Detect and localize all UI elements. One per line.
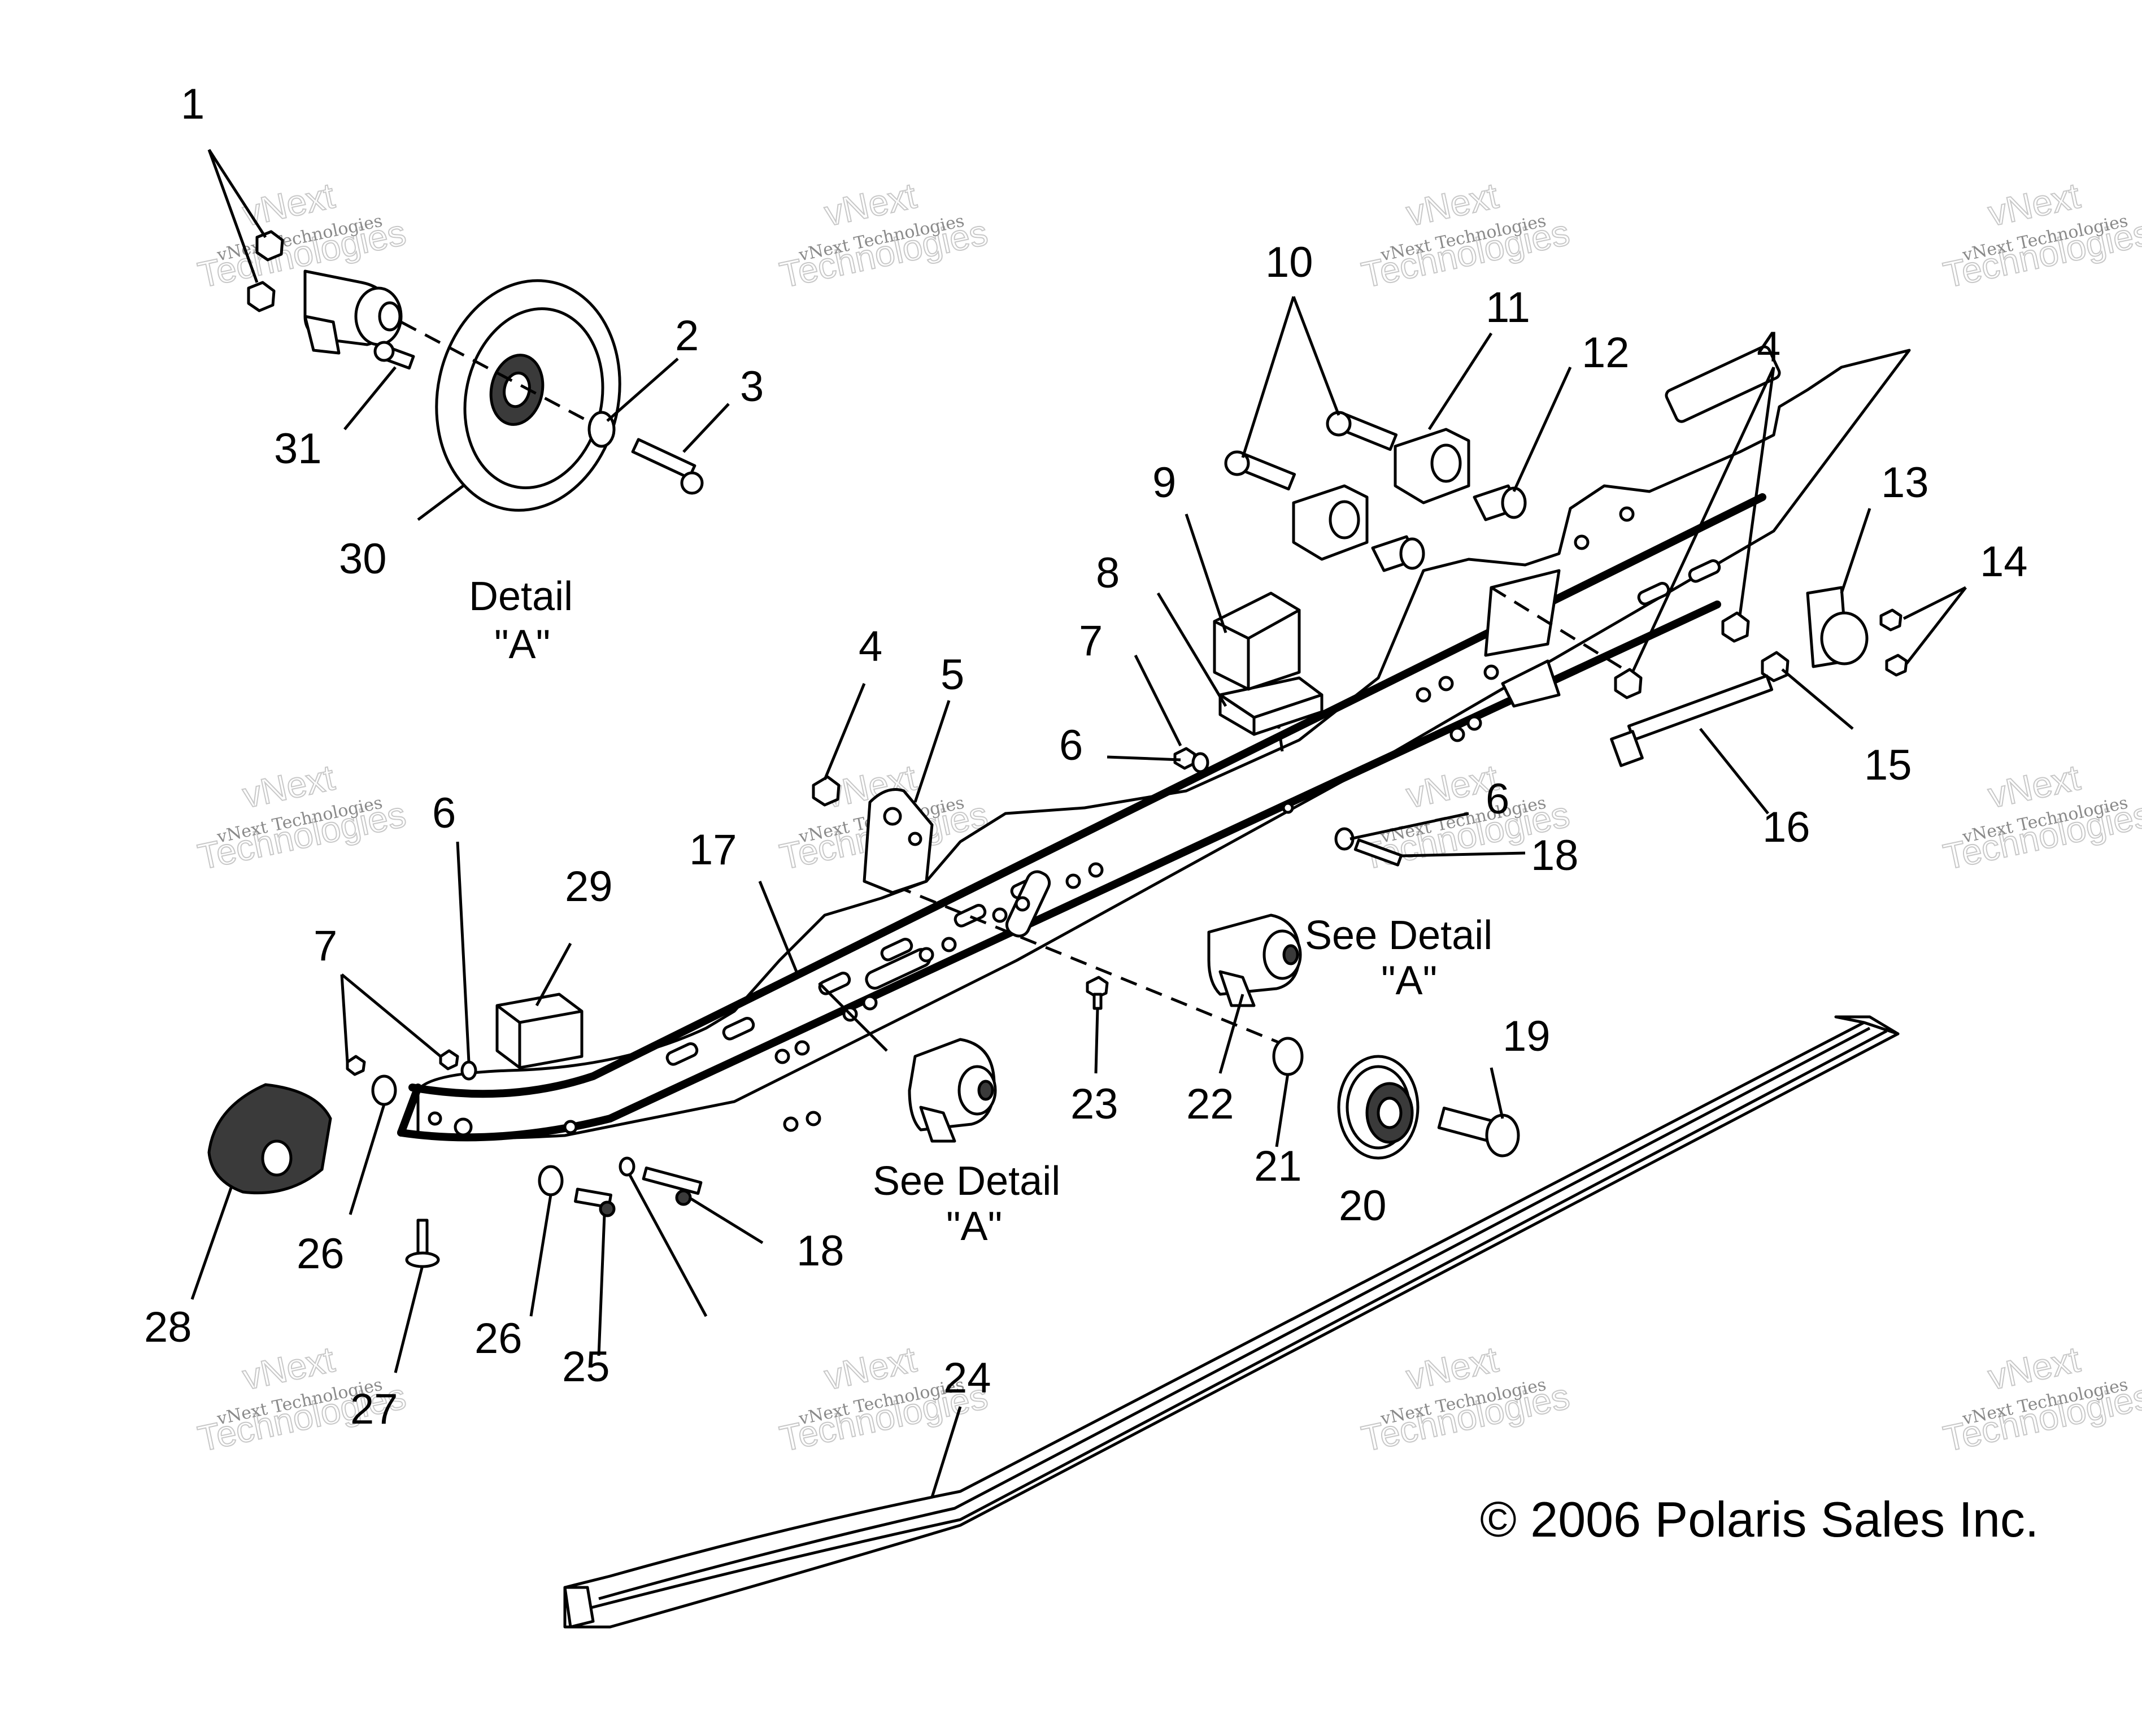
nut-part-7 <box>439 1049 459 1071</box>
callout-17: 17 <box>689 826 737 874</box>
bolt-part-10 <box>1224 411 1398 491</box>
see-detail-note: See Detail <box>1305 913 1492 958</box>
rail-frame-part-17 <box>397 345 1911 1142</box>
idler-housing-part <box>303 269 403 355</box>
callout-6: 6 <box>432 789 456 837</box>
washer-part-6 <box>460 1060 477 1081</box>
callout-2: 2 <box>675 312 699 360</box>
callout-4: 4 <box>1757 323 1780 371</box>
idler-wheel-part-30 <box>435 279 621 512</box>
bushing-part-12 <box>1371 484 1527 572</box>
nut-part-1 <box>247 230 284 312</box>
bolt-part-31 <box>373 341 415 370</box>
slide-block-part-8 <box>1218 676 1323 736</box>
bolt-part-19 <box>1437 1106 1520 1158</box>
roller-housing-part <box>908 1038 997 1143</box>
rail-holes <box>428 506 1635 1137</box>
bolt-part-16 <box>1610 674 1774 767</box>
callout-7: 7 <box>1079 617 1103 665</box>
callout-11: 11 <box>1486 284 1530 332</box>
see-detail-note-ref: "A" <box>1381 958 1437 1003</box>
callout-8: 8 <box>1096 549 1120 597</box>
block-part-9 <box>1213 591 1301 691</box>
callout-25: 25 <box>562 1343 610 1391</box>
callout-18: 18 <box>796 1227 844 1275</box>
callout-20: 20 <box>1339 1182 1387 1230</box>
callout-21: 21 <box>1254 1142 1302 1190</box>
callout-7: 7 <box>314 922 337 970</box>
see-detail-note-ref: "A" <box>946 1204 1002 1249</box>
rivet-part-27 <box>405 1219 440 1268</box>
callout-27: 27 <box>350 1385 398 1433</box>
callout-26: 26 <box>297 1230 345 1278</box>
detail-a-title: Detail <box>469 574 573 619</box>
bolt-part-18 <box>1353 838 1403 867</box>
detail-a-group <box>247 230 704 512</box>
rail-cap-part-28 <box>207 1083 332 1195</box>
bolt-part-23 <box>1086 976 1109 1010</box>
leader-lines <box>190 149 1967 1498</box>
washer-part-21 <box>1272 1037 1304 1076</box>
callout-4: 4 <box>859 623 882 671</box>
callout-6: 6 <box>1059 721 1083 769</box>
nut-part-14 <box>1879 608 1902 632</box>
callout-14: 14 <box>1980 538 2028 586</box>
roller-housing-part-22 <box>1207 913 1302 1007</box>
callout-30: 30 <box>339 535 387 583</box>
callout-12: 12 <box>1582 329 1630 377</box>
callout-28: 28 <box>144 1303 192 1351</box>
callout-22: 22 <box>1186 1080 1234 1128</box>
callout-19: 19 <box>1503 1012 1551 1060</box>
callout-labels: 1 2 3 4 4 5 6 6 6 7 7 8 9 10 11 12 13 14… <box>144 80 2039 1547</box>
callout-9: 9 <box>1152 459 1176 507</box>
callout-10: 10 <box>1265 238 1313 286</box>
callout-16: 16 <box>1762 803 1810 851</box>
callout-15: 15 <box>1864 741 1912 789</box>
washer-part-26 <box>538 1165 564 1197</box>
spacer-block-part-11 <box>1292 428 1470 561</box>
callout-24: 24 <box>943 1354 991 1402</box>
nut-part-15 <box>1761 651 1790 682</box>
bracket-part-13 <box>1806 586 1869 668</box>
callout-18: 18 <box>1531 832 1579 880</box>
callout-31: 31 <box>274 425 322 473</box>
wheel-part-20 <box>1337 1055 1420 1160</box>
callout-23: 23 <box>1070 1080 1118 1128</box>
callout-13: 13 <box>1881 459 1929 507</box>
see-detail-note: See Detail <box>873 1159 1060 1204</box>
nut-part-14 <box>1885 654 1908 677</box>
detail-a-subtitle: "A" <box>494 622 550 667</box>
washer-part-6 <box>1191 752 1209 773</box>
bolt-part-3 <box>631 438 704 495</box>
nut-part-4 <box>1721 611 1750 643</box>
callout-26: 26 <box>474 1315 523 1363</box>
block-part-29 <box>495 993 584 1069</box>
callout-3: 3 <box>740 363 764 411</box>
nut-part-4 <box>812 775 841 807</box>
callout-5: 5 <box>941 651 964 699</box>
callout-6: 6 <box>1486 775 1509 823</box>
callout-29: 29 <box>565 863 613 911</box>
nut-part-4 <box>1614 668 1643 699</box>
bolt-part-18 <box>642 1166 703 1206</box>
callout-1: 1 <box>181 80 204 128</box>
copyright-notice: © 2006 Polaris Sales Inc. <box>1480 1491 2039 1547</box>
nut-part-7 <box>346 1055 366 1076</box>
bolt-part-25 <box>574 1187 616 1217</box>
slide-part-24 <box>563 1015 1900 1629</box>
washer-part-26 <box>371 1074 397 1106</box>
washer-part-6 <box>619 1156 635 1177</box>
bracket-part-5 <box>863 788 934 894</box>
